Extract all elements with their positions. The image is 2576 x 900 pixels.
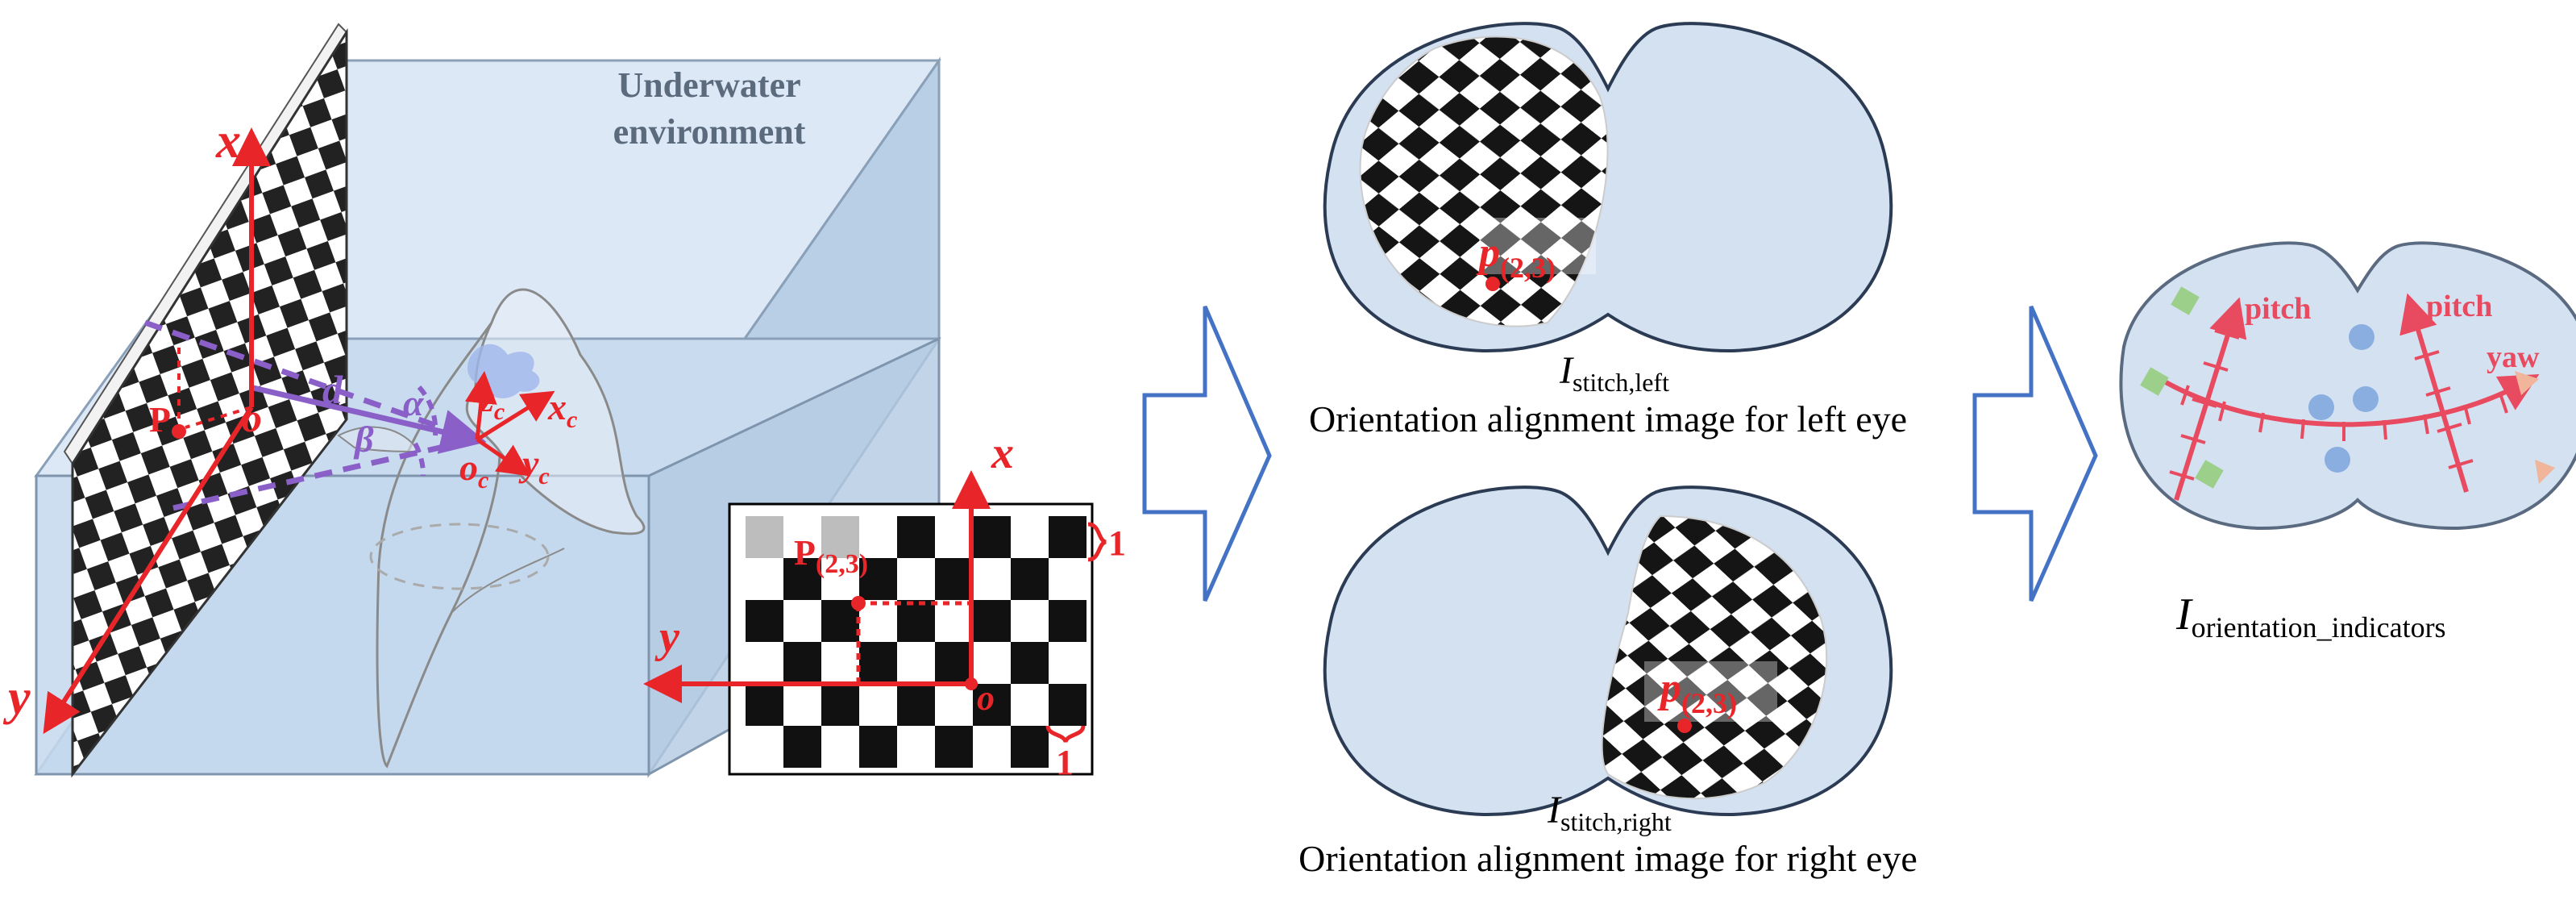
board-y-label: y bbox=[654, 612, 680, 662]
board-cell bbox=[746, 516, 783, 558]
board-cell bbox=[1049, 684, 1086, 726]
world-y-label: y bbox=[2, 670, 31, 725]
green-diamond-marker bbox=[2140, 367, 2169, 396]
yaw-label: yaw bbox=[2487, 340, 2540, 374]
world-point-label: P bbox=[149, 400, 171, 440]
right-eye-caption: Orientation alignment image for right ey… bbox=[1298, 838, 1917, 879]
board-point-label: P(2,3) bbox=[794, 533, 868, 579]
blue-dot-marker bbox=[2308, 394, 2334, 420]
arrow-1 bbox=[1142, 306, 1272, 602]
camera-z-label: zc bbox=[478, 378, 505, 425]
board-cell bbox=[746, 600, 783, 642]
blue-dot-marker bbox=[2353, 386, 2379, 412]
board-cell bbox=[973, 516, 1011, 558]
world-axes bbox=[43, 127, 271, 735]
world-point-p bbox=[172, 424, 186, 439]
world-x-label: x bbox=[215, 114, 241, 169]
calibration-board-3d bbox=[71, 27, 348, 778]
board-cell bbox=[859, 726, 897, 768]
blue-dot-marker bbox=[2349, 324, 2374, 350]
camera-x-label: xc bbox=[547, 386, 577, 433]
board-cell bbox=[1011, 642, 1049, 684]
orientation-indicators-image bbox=[2119, 241, 2576, 531]
left-eye-caption: Orientation alignment image for left eye bbox=[1309, 398, 1907, 440]
board-origin-dot bbox=[965, 677, 978, 690]
board-cell bbox=[859, 558, 897, 600]
alpha-label: α bbox=[403, 382, 425, 423]
peach-triangle-marker bbox=[2515, 371, 2539, 395]
board-cell bbox=[935, 558, 973, 600]
board-point-p bbox=[851, 596, 866, 610]
board-unit-bottom: 1 bbox=[1056, 743, 1074, 782]
camera-y-label: yc bbox=[518, 443, 550, 490]
left-eye-image-symbol: Istitch,left bbox=[1559, 349, 1669, 397]
board-cell bbox=[1049, 516, 1086, 558]
board-cell bbox=[897, 600, 935, 642]
green-diamond-marker bbox=[2171, 286, 2200, 315]
blue-dot-marker bbox=[2325, 447, 2350, 473]
board-cell bbox=[1049, 600, 1086, 642]
camera-axes bbox=[464, 371, 555, 477]
board-cell bbox=[821, 516, 859, 558]
board-cell bbox=[897, 516, 935, 558]
board-cell bbox=[859, 642, 897, 684]
environment-label-line1: Underwater bbox=[617, 65, 800, 105]
yaw-arc bbox=[2158, 374, 2540, 427]
peach-triangle-marker bbox=[2535, 460, 2555, 484]
yaw-ticks bbox=[2180, 385, 2508, 441]
right-eye-point-p bbox=[1677, 719, 1692, 733]
transparent-eye-shape bbox=[337, 288, 646, 769]
board-cell bbox=[783, 558, 821, 600]
right-eye-point-label: p(2,3) bbox=[1657, 665, 1737, 719]
camera-origin-label: oc bbox=[459, 447, 488, 494]
left-eye-point-label: p(2,3) bbox=[1476, 230, 1556, 284]
indicators-image-symbol: Iorientation_indicators bbox=[2175, 590, 2446, 644]
left-eye-point-p bbox=[1485, 277, 1500, 291]
board-cell bbox=[1011, 558, 1049, 600]
board-cell bbox=[973, 684, 1011, 726]
board-cell bbox=[935, 642, 973, 684]
view-angle-lines bbox=[143, 319, 487, 511]
board-cell bbox=[1011, 726, 1049, 768]
world-origin-label: o bbox=[242, 395, 262, 440]
pitch-label-left: pitch bbox=[2245, 292, 2311, 326]
right-eye-image bbox=[1323, 485, 1893, 817]
pitch-label-right: pitch bbox=[2426, 290, 2492, 323]
board-cell bbox=[821, 684, 859, 726]
board-cell bbox=[783, 726, 821, 768]
board-cell bbox=[746, 684, 783, 726]
arrow-2 bbox=[1972, 306, 2098, 602]
beta-label: β bbox=[353, 419, 374, 460]
board-origin-label: o bbox=[977, 678, 995, 718]
environment-label-line2: environment bbox=[613, 112, 806, 152]
flat-calibration-board bbox=[643, 470, 1107, 776]
board-cell bbox=[973, 600, 1011, 642]
board-cells bbox=[746, 516, 1086, 768]
board-unit-right: 1 bbox=[1108, 523, 1126, 563]
board-cell bbox=[897, 684, 935, 726]
right-pitch-axis bbox=[2399, 293, 2469, 493]
right-eye-image-symbol: Istitch,right bbox=[1547, 789, 1672, 836]
board-cell bbox=[935, 726, 973, 768]
left-eye-image bbox=[1323, 22, 1893, 353]
board-x-label: x bbox=[991, 428, 1014, 478]
board-cell bbox=[783, 642, 821, 684]
green-diamond-marker bbox=[2195, 460, 2224, 489]
distance-label: d bbox=[322, 367, 343, 412]
